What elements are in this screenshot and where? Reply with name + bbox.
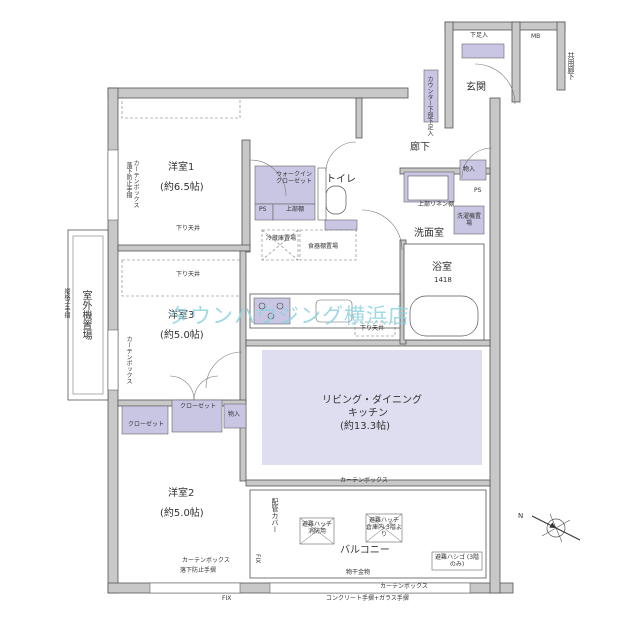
- label-louver-rail: 縦格子手摺: [63, 288, 70, 318]
- room-western1-name: 洋室1: [168, 162, 195, 173]
- label-ladder: 避難ハシゴ (3階のみ): [434, 554, 480, 568]
- label-shared-corridor: 共用廊下: [567, 52, 575, 80]
- label-mb: MB: [531, 33, 541, 40]
- room-ldk-name1: リビング・ダイニング: [322, 395, 422, 406]
- label-lowered-ceiling-2: 下り天井: [176, 271, 201, 278]
- room-ldk-size: (約13.3帖): [340, 421, 391, 432]
- room-entrance: 玄関: [466, 82, 486, 93]
- label-lowered-ceiling-1: 下り天井: [176, 225, 201, 232]
- label-fix-2: FIX: [254, 554, 261, 564]
- room-hall: 廊下: [410, 142, 430, 153]
- room-western2-size: (約5.0帖): [160, 508, 204, 519]
- room-balcony: バルコニー: [340, 545, 390, 556]
- label-north: N: [518, 512, 524, 520]
- room-ldk-name2: キッチン: [348, 408, 388, 419]
- watermark: タウンハウジング横浜店: [168, 304, 410, 328]
- label-linen: 上部リネン棚: [418, 201, 455, 208]
- label-concrete-rail: コンクリート手摺+ガラス手摺: [326, 595, 409, 602]
- room-toilet: トイレ: [326, 174, 356, 185]
- label-fall-rail-2: 落下防止手摺: [180, 567, 217, 574]
- label-cupboard: 食器棚置場: [308, 243, 339, 250]
- label-lowered-ceiling-3: 下り天井: [360, 325, 385, 332]
- label-ps-1: PS: [259, 206, 267, 213]
- room-bath-size: 1418: [434, 276, 452, 284]
- label-storage-entry: 物入: [463, 166, 476, 173]
- label-outdoor-unit: 室外機置場: [80, 290, 91, 340]
- room-wash: 洗面室: [414, 228, 444, 239]
- label-shoebox: 下足入: [470, 32, 489, 39]
- label-laundry: 洗濯機置場: [456, 213, 481, 227]
- label-laundry-hanger: 物干金物: [346, 569, 371, 576]
- label-upper-shelf: 上部棚: [286, 206, 305, 213]
- label-storage-west: 物入: [228, 411, 241, 418]
- room-western2-name: 洋室2: [168, 488, 195, 499]
- label-fridge: 冷蔵庫置場: [266, 235, 297, 242]
- label-pipe-cover: 配管カバー: [271, 498, 279, 533]
- room-bath-name: 浴室: [432, 262, 452, 273]
- ldk-floor: [262, 350, 482, 465]
- label-curtain-box-5: カーテンボックス: [380, 583, 428, 590]
- label-curtain-box-3: カーテンボックス: [182, 557, 230, 564]
- label-hatch-1: 避難ハッチ 消防用: [301, 521, 332, 535]
- label-hatch-2: 避難ハッチ 倉庫内 3階より: [366, 517, 402, 538]
- label-curtain-box-4: カーテンボックス: [340, 477, 388, 484]
- label-closet-2: クローゼット: [128, 421, 165, 428]
- label-walkin: ウォークインクローゼット: [275, 171, 312, 185]
- label-curtain-box-1: カーテンボックス: [132, 160, 139, 208]
- label-curtain-box-2: カーテンボックス: [125, 336, 132, 384]
- label-ps-2: PS: [474, 187, 482, 194]
- room-western3-name: 洋室3: [168, 310, 195, 321]
- room-western1-size: (約6.5帖): [160, 182, 204, 193]
- compass-icon: [531, 513, 581, 543]
- label-fix-1: FIX: [222, 595, 232, 602]
- label-fall-rail-1: 落下防止手摺: [125, 162, 132, 198]
- label-counter: カウンター下部下足入: [426, 76, 433, 136]
- label-closet-1: クローゼット: [180, 403, 217, 410]
- room-western3-size: (約5.0帖): [160, 330, 204, 341]
